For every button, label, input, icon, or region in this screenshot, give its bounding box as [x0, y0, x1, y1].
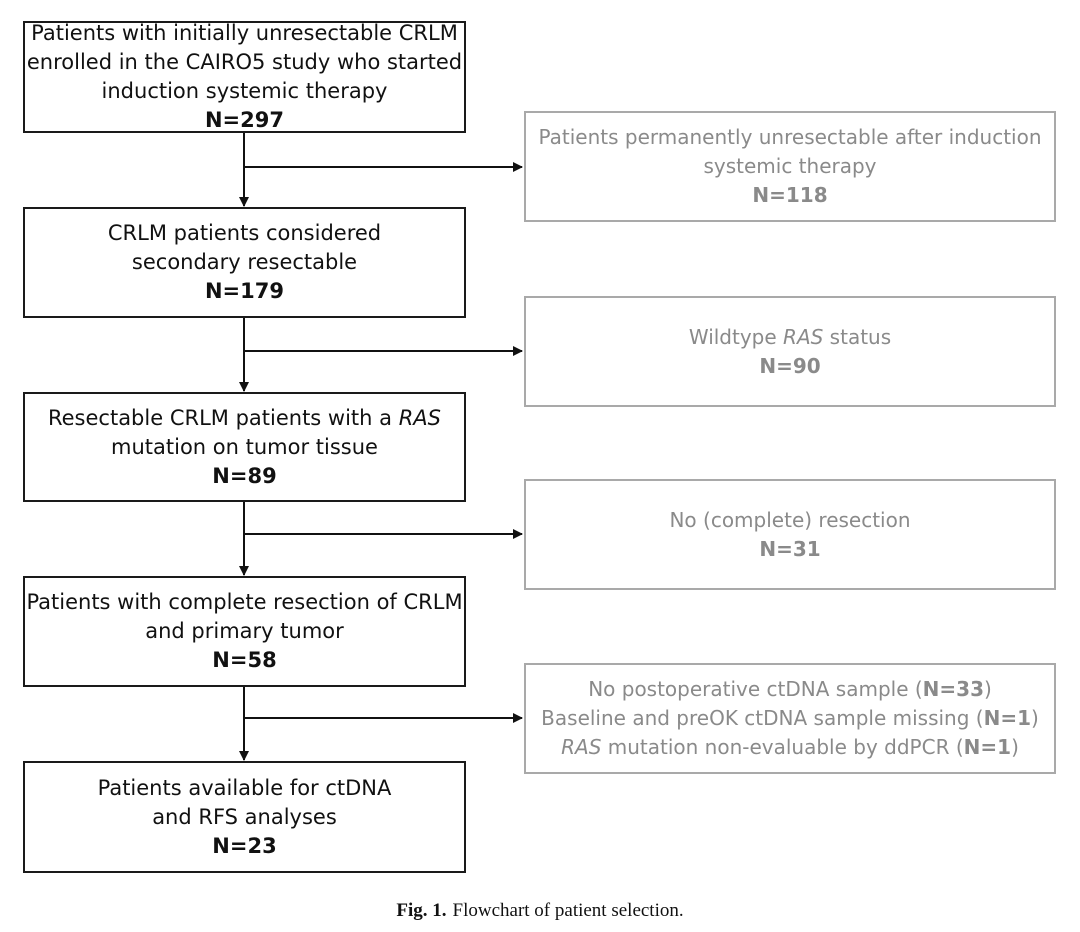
figure-caption: Fig. 1.Flowchart of patient selection. [0, 900, 1080, 922]
box-excluded-unresectable: Patients permanently unresectable after … [524, 111, 1056, 222]
box-excl2-italic: RAS [783, 324, 824, 349]
box-excl4-item-2-close: ) [1031, 706, 1039, 730]
box-excl2-pre: Wildtype [688, 324, 784, 349]
box-complete-resection: Patients with complete resection of CRLM… [23, 576, 466, 687]
box-excl4-item-1-text: No postoperative ctDNA sample ( [588, 677, 923, 701]
box-excl4-item-3-text: mutation non-evaluable by ddPCR ( [601, 735, 964, 759]
box-excl1-line-2: systemic therapy [703, 154, 877, 178]
box-excl4-item-1-close: ) [984, 677, 992, 701]
box-available-analyses: Patients available for ctDNA and RFS ana… [23, 761, 466, 873]
box-excl4-item-1: No postoperative ctDNA sample (N=33) [588, 675, 992, 704]
box-enrolled-line-3: induction systemic therapy [101, 79, 388, 103]
box-excluded-wildtype: Wildtype RAS status N=90 [524, 296, 1056, 407]
box-excl4-item-2-count: N=1 [983, 706, 1032, 730]
box-excl3-line-1: No (complete) resection [669, 507, 911, 532]
box-enrolled: Patients with initially unresectable CRL… [23, 21, 466, 133]
box-secondary-line-2: secondary resectable [131, 250, 358, 274]
box-excl4-item-2: Baseline and preOK ctDNA sample missing … [541, 704, 1039, 733]
box-complete-count: N=58 [212, 648, 277, 672]
box-enrolled-line-1: Patients with initially unresectable CRL… [31, 21, 458, 45]
box-ras-count: N=89 [212, 463, 277, 488]
box-complete-line-2: and primary tumor [145, 619, 344, 643]
box-excl4-item-3: RAS mutation non-evaluable by ddPCR (N=1… [561, 733, 1019, 762]
box-available-line-2: and RFS analyses [152, 804, 337, 829]
box-excl2-count: N=90 [759, 353, 821, 378]
box-secondary-resectable: CRLM patients considered secondary resec… [23, 207, 466, 318]
box-excl4-item-3-count: N=1 [963, 735, 1012, 759]
box-complete-line-1: Patients with complete resection of CRLM [26, 590, 463, 614]
box-excl3-count: N=31 [759, 536, 821, 561]
box-ras-line-1: Resectable CRLM patients with a RAS [48, 404, 441, 433]
box-available-line-1: Patients available for ctDNA [97, 775, 392, 800]
figure-label: Fig. 1. [396, 900, 447, 921]
figure-caption-text: Flowchart of patient selection. [452, 900, 684, 921]
box-ras-line-1-text: Resectable CRLM patients with a [47, 405, 399, 430]
box-excl1-line-1: Patients permanently unresectable after … [538, 125, 1042, 149]
box-excl4-item-1-count: N=33 [922, 677, 984, 701]
box-excl4-item-3-close: ) [1011, 735, 1019, 759]
box-excl4-item-3-italic: RAS [561, 735, 602, 759]
box-ras-mutation: Resectable CRLM patients with a RAS muta… [23, 392, 466, 502]
box-excluded-no-resection: No (complete) resection N=31 [524, 479, 1056, 590]
box-available-count: N=23 [212, 833, 277, 858]
box-excl4-item-2-text: Baseline and preOK ctDNA sample missing … [541, 706, 984, 730]
box-secondary-count: N=179 [204, 279, 284, 303]
box-ras-line-2: mutation on tumor tissue [111, 434, 378, 459]
box-excl2-line-1: Wildtype RAS status [689, 323, 891, 352]
box-excl1-count: N=118 [752, 183, 828, 207]
box-enrolled-count: N=297 [204, 108, 284, 132]
box-ras-line-1-italic: RAS [398, 405, 441, 430]
box-excl2-post: status [823, 324, 892, 349]
box-secondary-line-1: CRLM patients considered [107, 221, 382, 245]
box-enrolled-line-2: enrolled in the CAIRO5 study who started [26, 50, 463, 74]
box-excluded-ctdna: No postoperative ctDNA sample (N=33) Bas… [524, 663, 1056, 774]
